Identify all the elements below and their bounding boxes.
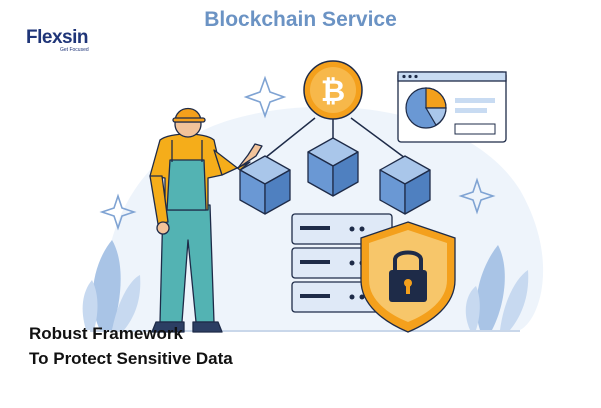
- padlock-icon: [360, 221, 456, 333]
- plant-left-icon: [82, 240, 141, 330]
- plant-right-icon: [465, 245, 529, 330]
- svg-text:₿: ₿: [321, 75, 345, 108]
- sparkle-icon: [99, 75, 496, 231]
- page-headline: Blockchain Service: [204, 8, 397, 31]
- caption-line-2: To Protect Sensitive Data: [29, 349, 233, 368]
- worker-character: [149, 107, 263, 333]
- block-cube-icon: [239, 137, 431, 215]
- caption-line-1: Robust Framework: [29, 324, 183, 343]
- brand-tagline: Get Focused: [60, 47, 89, 53]
- brand-wordmark: Flexsin: [26, 27, 88, 48]
- pie-chart-icon: [397, 71, 507, 143]
- brand-logo: Flexsin Get Focused: [26, 27, 116, 53]
- bitcoin-icon: ₿: [303, 60, 363, 120]
